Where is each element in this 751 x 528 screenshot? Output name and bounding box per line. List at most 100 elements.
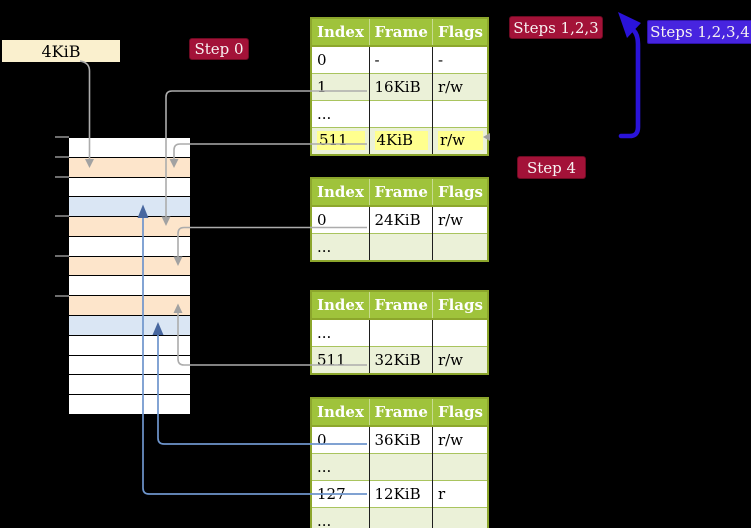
table-row: ... — [311, 233, 489, 261]
cell-frame: 24KiB — [369, 205, 433, 234]
col-header-index: Index — [311, 18, 370, 47]
cell-index: 511 — [311, 127, 370, 155]
cell-flags — [432, 318, 489, 347]
memory-frame-row-white — [69, 354, 190, 375]
address-tick — [55, 155, 69, 158]
memory-frame-row-white — [69, 334, 190, 355]
steps-1234-label: Steps 1,2,3,4 — [650, 23, 750, 41]
col-header-flags: Flags — [432, 291, 489, 320]
page-table-level-3: Index Frame Flags ... 511 32KiB r/w — [310, 290, 489, 375]
page-table-level-2: Index Frame Flags 0 24KiB r/w ... — [310, 177, 489, 262]
cell-index: 127 — [311, 480, 370, 508]
cell-index: ... — [311, 318, 370, 347]
cell-frame — [369, 318, 433, 347]
frame-size-text: 4KiB — [41, 41, 81, 61]
col-header-frame: Frame — [369, 178, 433, 207]
cell-index: 0 — [311, 45, 370, 74]
table-header-row: Index Frame Flags — [311, 398, 489, 427]
col-header-frame: Frame — [369, 398, 433, 427]
col-header-index: Index — [311, 291, 370, 320]
table-row-highlighted: 511 4KiB r/w — [311, 127, 489, 155]
steps-loop-arrow — [618, 12, 641, 139]
cell-frame: 4KiB — [369, 127, 433, 155]
memory-frame-row-orange — [69, 255, 190, 276]
cell-flags: r/w — [432, 205, 489, 234]
memory-frame-row-orange — [69, 295, 190, 316]
steps-1234-badge: Steps 1,2,3,4 — [647, 20, 751, 44]
cell-frame — [369, 453, 433, 481]
step4-badge: Step 4 — [517, 156, 586, 179]
cell-flags — [432, 233, 489, 261]
cell-flags: r/w — [432, 127, 489, 155]
address-tick — [55, 294, 69, 297]
col-header-frame: Frame — [369, 291, 433, 320]
col-header-index: Index — [311, 178, 370, 207]
cell-frame — [369, 507, 433, 528]
table-row: 0 36KiB r/w — [311, 425, 489, 454]
highlight: 4KiB — [374, 131, 428, 150]
address-tick — [55, 136, 69, 138]
physical-memory-stack — [68, 137, 191, 415]
cell-index: 1 — [311, 73, 370, 101]
cell-flags: - — [432, 45, 489, 74]
step4-label: Step 4 — [526, 158, 577, 177]
address-tick — [55, 215, 69, 218]
col-header-index: Index — [311, 398, 370, 427]
table-row: 511 32KiB r/w — [311, 346, 489, 374]
cell-flags: r/w — [432, 73, 489, 101]
page-table-level-4: Index Frame Flags 0 36KiB r/w ... 127 12… — [310, 397, 489, 528]
steps-123-label: Steps 1,2,3 — [513, 18, 599, 37]
address-tick — [55, 175, 69, 178]
memory-frame-row-blue — [69, 196, 190, 217]
cell-index: 0 — [311, 205, 370, 234]
cell-frame: 12KiB — [369, 480, 433, 508]
cell-index: ... — [311, 507, 370, 528]
step0-label: Step 0 — [194, 40, 244, 58]
page-table-level-1: Index Frame Flags 0 - - 1 16KiB r/w ... … — [310, 17, 489, 156]
address-tick — [55, 255, 69, 258]
table-row: 0 24KiB r/w — [311, 205, 489, 234]
cell-index: 511 — [311, 346, 370, 374]
cell-flags: r — [432, 480, 489, 508]
steps-123-badge: Steps 1,2,3 — [509, 16, 603, 39]
cell-index: 0 — [311, 425, 370, 454]
highlight: r/w — [437, 131, 483, 150]
highlight: 511 — [317, 131, 365, 150]
col-header-flags: Flags — [432, 398, 489, 427]
cell-index: ... — [311, 453, 370, 481]
cell-flags: r/w — [432, 425, 489, 454]
col-header-flags: Flags — [432, 178, 489, 207]
table-header-row: Index Frame Flags — [311, 18, 489, 47]
memory-frame-row-white — [69, 138, 190, 157]
cell-frame: 16KiB — [369, 73, 433, 101]
table-row: ... — [311, 318, 489, 347]
cell-frame: 32KiB — [369, 346, 433, 374]
table-row: ... — [311, 100, 489, 128]
memory-frame-row-white — [69, 394, 190, 414]
cell-flags — [432, 453, 489, 481]
table-row: 1 16KiB r/w — [311, 73, 489, 101]
cell-index: ... — [311, 233, 370, 261]
memory-frame-row-blue — [69, 315, 190, 335]
col-header-flags: Flags — [432, 18, 489, 47]
memory-frame-row-orange — [69, 156, 190, 177]
frame-size-label: 4KiB — [2, 40, 120, 62]
table-row: 127 12KiB r — [311, 480, 489, 508]
table-header-row: Index Frame Flags — [311, 178, 489, 207]
cell-flags — [432, 100, 489, 128]
cell-index: ... — [311, 100, 370, 128]
col-header-frame: Frame — [369, 18, 433, 47]
memory-frame-row-white — [69, 176, 190, 197]
table-row: ... — [311, 453, 489, 481]
cell-flags: r/w — [432, 346, 489, 374]
cell-frame: - — [369, 45, 433, 74]
memory-frame-row-orange — [69, 216, 190, 236]
memory-frame-row-white — [69, 275, 190, 296]
cell-flags — [432, 507, 489, 528]
table-row: ... — [311, 507, 489, 528]
cell-frame — [369, 100, 433, 128]
memory-frame-row-white — [69, 235, 190, 256]
memory-frame-row-white — [69, 374, 190, 395]
table-header-row: Index Frame Flags — [311, 291, 489, 320]
